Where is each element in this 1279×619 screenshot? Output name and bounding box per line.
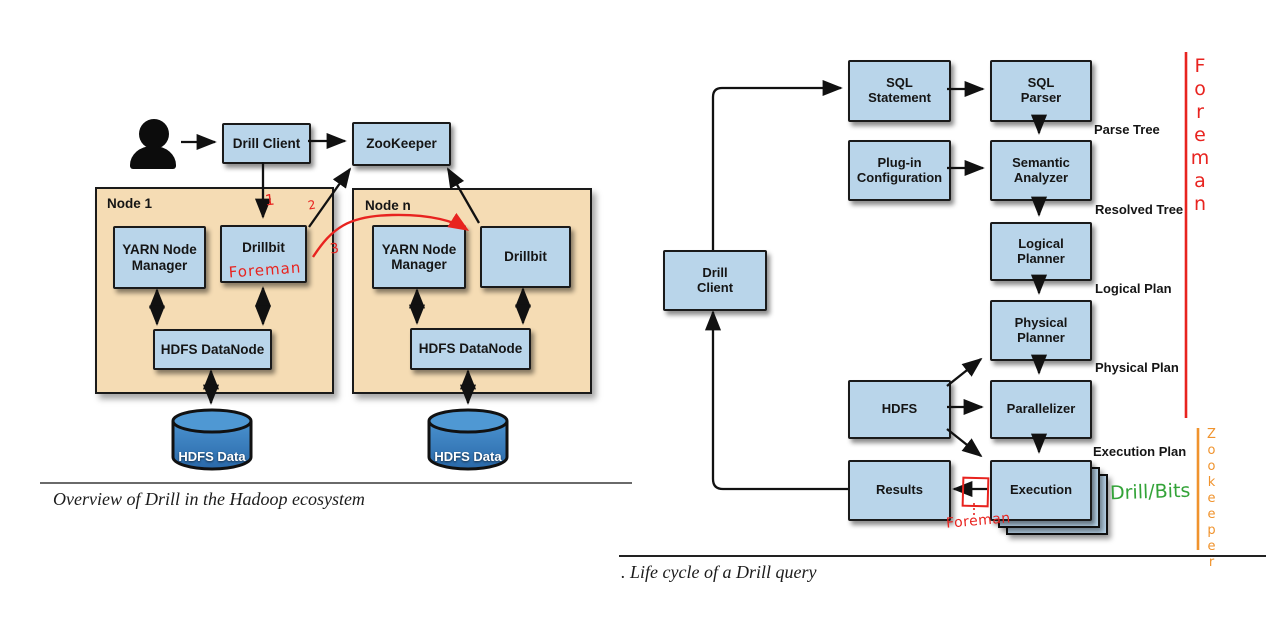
parse-tree-label: Parse Tree — [1094, 122, 1160, 137]
sql-parser-box: SQL Parser — [990, 60, 1092, 122]
user-icon — [128, 117, 178, 171]
sql-statement-box: SQL Statement — [848, 60, 951, 122]
foreman-side-annotation: Foreman — [1189, 55, 1211, 216]
parallelizer-box: Parallelizer — [990, 380, 1092, 439]
figure1-caption: Overview of Drill in the Hadoop ecosyste… — [53, 489, 365, 509]
logical-planner-box: Logical Planner — [990, 222, 1092, 281]
figure2-caption: . Life cycle of a Drill query — [621, 562, 817, 582]
hdfs-data-label: HDFS Data — [178, 449, 246, 464]
user-body-icon — [130, 146, 176, 169]
step-3-annotation: 3 — [328, 240, 340, 258]
hdfs-datanode-box-node1: HDFS DataNode — [153, 329, 272, 370]
hdfs-data-cylinder-noden: HDFS Data — [426, 407, 510, 473]
zookeeper-box: ZooKeeper — [352, 122, 451, 166]
yarn-node-manager-box-node1: YARN Node Manager — [113, 226, 206, 289]
foreman-annotation-fig2: Foreman — [945, 510, 1012, 532]
drillbit-box-node1: Drillbit — [220, 225, 307, 283]
drillbits-annotation: Drill/Bits — [1109, 479, 1191, 505]
node1-label: Node 1 — [107, 196, 153, 211]
semantic-analyzer-box: Semantic Analyzer — [990, 140, 1092, 201]
hdfs-data-cylinder-node1: HDFS Data — [170, 407, 254, 473]
hdfs-datanode-box-noden: HDFS DataNode — [410, 328, 531, 370]
step-1-annotation: 1 — [264, 190, 276, 210]
arrow-drillclient2-to-sqlstatement — [711, 79, 843, 250]
physical-planner-box: Physical Planner — [990, 300, 1092, 361]
hdfs-box: HDFS — [848, 380, 951, 439]
hdfs-data-label: HDFS Data — [434, 449, 502, 464]
logical-plan-label: Logical Plan — [1095, 281, 1172, 296]
user-head-icon — [139, 119, 169, 149]
yarn-node-manager-box-noden: YARN Node Manager — [372, 225, 466, 289]
drillbit-box-noden: Drillbit — [480, 226, 571, 288]
plugin-configuration-box: Plug-in Configuration — [848, 140, 951, 201]
execution-plan-label: Execution Plan — [1093, 444, 1187, 459]
results-box: Results — [848, 460, 951, 521]
arrow-hdfs-to-execution — [946, 428, 983, 458]
foreman-sketch-box — [961, 476, 990, 508]
arrow-hdfs-to-physical — [946, 357, 983, 387]
node-n-label: Node n — [365, 198, 411, 213]
drill-client-box-fig2: Drill Client — [663, 250, 767, 311]
execution-box: Execution — [990, 460, 1092, 521]
zookeeper-side-annotation: Zookeeper — [1204, 427, 1219, 571]
arrow-results-to-drillclient2 — [704, 310, 848, 491]
physical-plan-label: Physical Plan — [1095, 360, 1179, 375]
cylinder-icon — [171, 408, 253, 471]
drill-client-box: Drill Client — [222, 123, 311, 164]
resolved-tree-label: Resolved Tree — [1095, 202, 1184, 217]
cylinder-icon — [427, 408, 509, 471]
